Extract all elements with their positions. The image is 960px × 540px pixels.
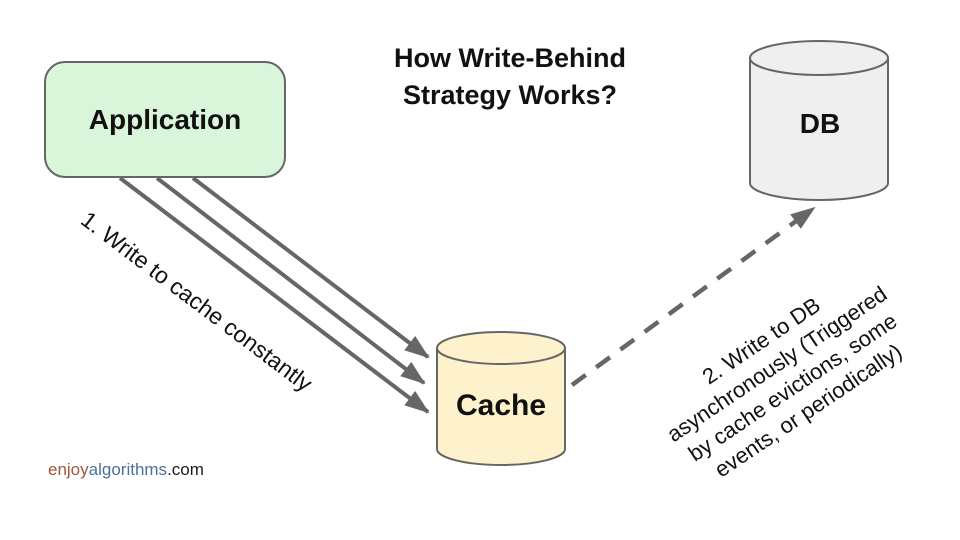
watermark-suffix: .com	[167, 460, 204, 479]
watermark-brand-first: enjoy	[48, 460, 89, 479]
cache-label: Cache	[455, 389, 547, 422]
cache-cylinder-top	[436, 331, 566, 365]
db-cylinder	[749, 40, 889, 201]
db-label: DB	[799, 108, 841, 139]
db-cylinder-body	[749, 57, 889, 201]
application-box	[44, 61, 286, 178]
write-to-cache-arrows	[118, 176, 430, 414]
diagram-title: How Write-Behind Strategy Works?	[394, 43, 626, 110]
watermark-brand-second: algorithms	[88, 460, 168, 479]
write-to-db-dashed-arrow	[570, 206, 816, 387]
application-label: Application	[88, 104, 242, 135]
cache-cylinder	[436, 331, 566, 466]
write-arrow-2	[155, 176, 426, 385]
write-arrow-1	[118, 176, 430, 414]
db-cylinder-top	[749, 40, 889, 76]
write-arrow-3	[191, 176, 430, 359]
cache-cylinder-body	[436, 347, 566, 466]
watermark: enjoyalgorithms.com	[48, 460, 204, 480]
